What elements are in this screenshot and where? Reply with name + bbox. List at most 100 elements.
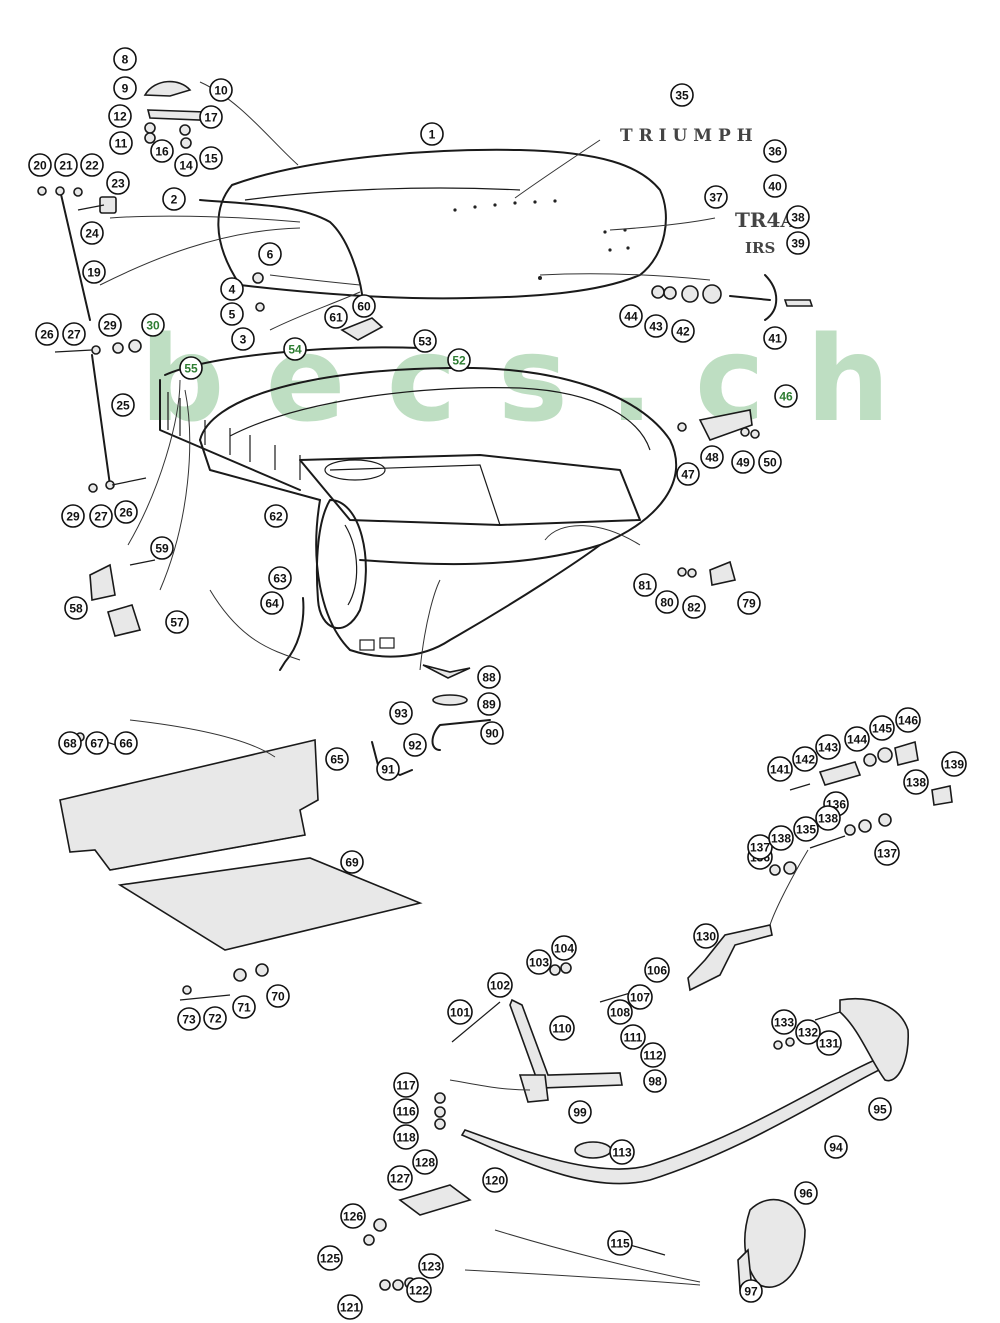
callout-138: 138 <box>815 805 841 831</box>
callout-26: 26 <box>35 322 59 346</box>
callout-number: 67 <box>90 737 104 751</box>
callout-61: 61 <box>324 305 348 329</box>
callout-82: 82 <box>682 595 706 619</box>
callout-54: 54 <box>283 337 307 361</box>
callout-117: 117 <box>393 1072 419 1098</box>
callout-143: 143 <box>815 734 841 760</box>
callout-number: 19 <box>87 266 101 280</box>
callout-41: 41 <box>763 326 787 350</box>
callout-8: 8 <box>113 47 137 71</box>
callout-27: 27 <box>89 504 113 528</box>
callout-number: 123 <box>421 1260 441 1274</box>
callout-48: 48 <box>700 445 724 469</box>
callout-number: 144 <box>847 733 867 747</box>
callout-19: 19 <box>82 260 106 284</box>
callout-number: 2 <box>171 193 178 207</box>
callout-number: 15 <box>204 152 218 166</box>
callout-number: 35 <box>675 89 689 103</box>
callout-number: 90 <box>485 727 499 741</box>
callout-88: 88 <box>477 665 501 689</box>
callout-number: 131 <box>819 1037 839 1051</box>
bump-stop <box>89 563 116 601</box>
bumper-bracket <box>509 998 623 1089</box>
wing-nut <box>422 664 471 679</box>
callout-125: 125 <box>317 1245 343 1271</box>
callout-39: 39 <box>786 231 810 255</box>
callout-97: 97 <box>739 1279 763 1303</box>
callout-101: 101 <box>447 999 473 1025</box>
callout-36: 36 <box>763 139 787 163</box>
callout-number: 43 <box>649 320 663 334</box>
callout-number: 121 <box>340 1301 360 1315</box>
callout-103: 103 <box>526 949 552 975</box>
callout-108: 108 <box>607 999 633 1025</box>
callout-95: 95 <box>868 1097 892 1121</box>
callout-number: 47 <box>681 468 695 482</box>
callout-number: 58 <box>69 602 83 616</box>
callout-22: 22 <box>80 153 104 177</box>
callout-72: 72 <box>203 1006 227 1030</box>
latch-plate <box>698 409 753 441</box>
callout-number: 141 <box>770 763 790 777</box>
callout-number: 41 <box>768 332 782 346</box>
callout-number: 108 <box>610 1006 630 1020</box>
callout-131: 131 <box>816 1030 842 1056</box>
callout-123: 123 <box>418 1253 444 1279</box>
boot-body <box>199 366 678 658</box>
callout-number: 70 <box>271 990 285 1004</box>
callout-number: 143 <box>818 741 838 755</box>
callout-47: 47 <box>676 462 700 486</box>
callout-number: 64 <box>265 597 279 611</box>
callout-112: 112 <box>640 1042 666 1068</box>
callout-number: 4 <box>229 283 236 297</box>
callout-number: 89 <box>482 698 496 712</box>
callout-96: 96 <box>794 1181 818 1205</box>
overrider-lower <box>744 1198 806 1288</box>
callout-1: 1 <box>420 122 444 146</box>
callout-number: 111 <box>624 1031 643 1045</box>
callout-number: 107 <box>630 991 650 1005</box>
callout-number: 127 <box>390 1172 410 1186</box>
callout-number: 27 <box>94 510 108 524</box>
callout-89: 89 <box>477 692 501 716</box>
callout-107: 107 <box>627 984 653 1010</box>
callout-number: 8 <box>122 53 129 67</box>
callout-68: 68 <box>58 731 82 755</box>
callout-3: 3 <box>231 327 255 351</box>
callout-number: 145 <box>872 722 892 736</box>
callout-35: 35 <box>670 83 694 107</box>
callout-number: 138 <box>771 832 791 846</box>
callout-20: 20 <box>28 153 52 177</box>
callout-58: 58 <box>64 596 88 620</box>
callout-65: 65 <box>325 747 349 771</box>
callout-number: 96 <box>799 1187 813 1201</box>
callout-66: 66 <box>114 731 138 755</box>
callout-99: 99 <box>568 1100 592 1124</box>
callout-number: 113 <box>612 1146 632 1160</box>
callout-number: 65 <box>330 753 344 767</box>
callout-number: 39 <box>791 237 805 251</box>
callout-number: 27 <box>67 328 81 342</box>
callout-128: 128 <box>412 1149 438 1175</box>
callout-number: 92 <box>408 739 422 753</box>
callout-number: 137 <box>877 847 897 861</box>
callout-number: 63 <box>273 572 287 586</box>
callout-64: 64 <box>260 591 284 615</box>
callout-number: 46 <box>779 390 793 404</box>
callout-62: 62 <box>264 504 288 528</box>
buffer <box>107 604 142 637</box>
callout-137: 137 <box>874 840 900 866</box>
callout-17: 17 <box>199 105 223 129</box>
callout-59: 59 <box>150 536 174 560</box>
callout-number: 48 <box>705 451 719 465</box>
callout-number: 112 <box>643 1049 663 1063</box>
callout-70: 70 <box>266 984 290 1008</box>
callout-number: 61 <box>329 311 343 325</box>
callout-37: 37 <box>704 185 728 209</box>
callout-23: 23 <box>106 171 130 195</box>
callout-number: 97 <box>744 1285 758 1299</box>
callout-number: 122 <box>409 1284 429 1298</box>
